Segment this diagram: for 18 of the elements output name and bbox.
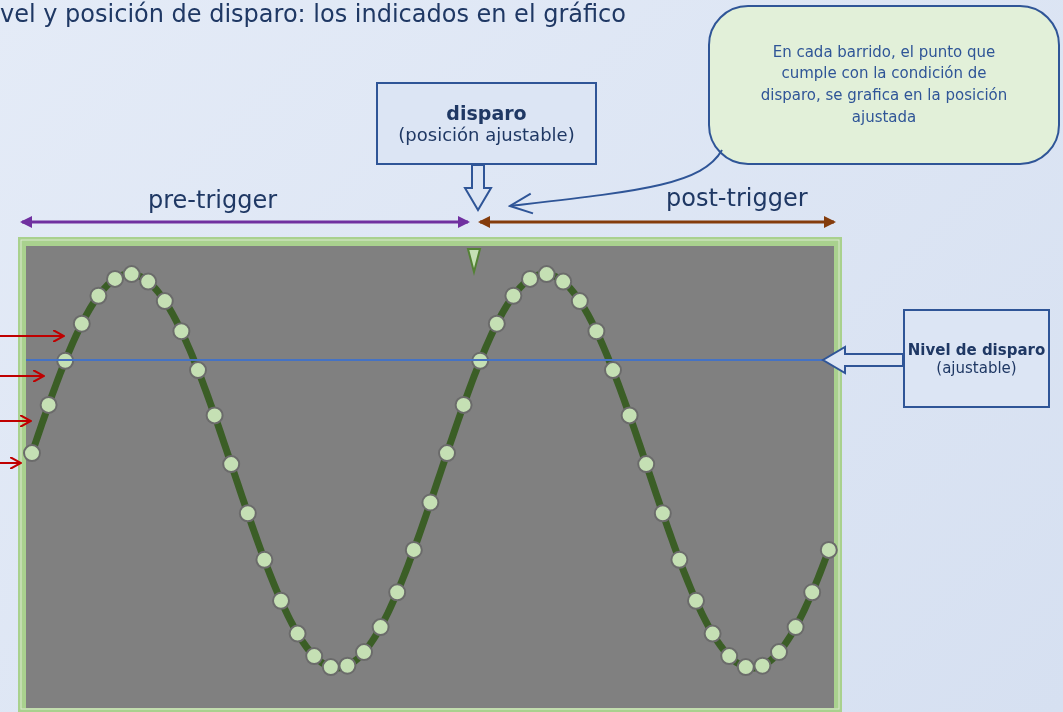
callout-subtitle: (posición ajustable): [398, 124, 575, 145]
pointer-arrow: [0, 456, 22, 470]
block-arrow: [463, 164, 493, 212]
callout-subtitle: (ajustable): [936, 358, 1017, 377]
callout-pointer: [509, 149, 723, 215]
heading-text: vel y posición de disparo: los indicados en el gráfico: [0, 0, 626, 28]
callout-title: Nivel de disparo: [907, 340, 1046, 359]
pointer-arrow: [0, 369, 45, 383]
callout-box: [903, 309, 1050, 408]
span-label: post-trigger: [666, 184, 808, 212]
callout-text: En cada barrido, el punto que cumple con la condición de disparo, se grafica en la posición ajustada: [759, 41, 1009, 128]
pointer-arrow: [0, 414, 32, 428]
block-arrow: [821, 345, 904, 375]
callout-title: disparo: [446, 102, 527, 124]
span-label: pre-trigger: [148, 186, 278, 214]
pointer-arrow: [0, 329, 65, 343]
speech-bubble: [708, 5, 1060, 165]
callout-box: [376, 82, 597, 165]
